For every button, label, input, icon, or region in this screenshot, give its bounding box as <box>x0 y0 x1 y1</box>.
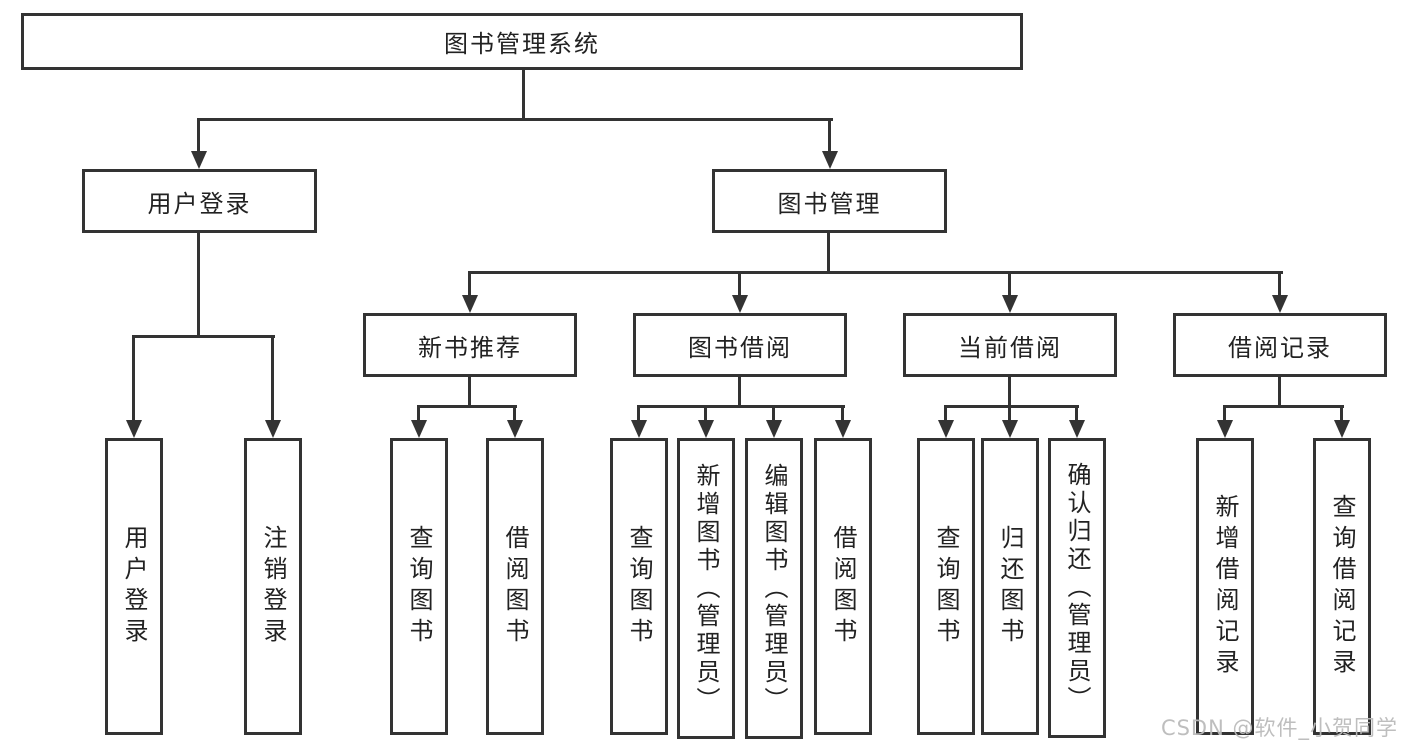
connector-drop-borrow-books-2 <box>841 405 844 422</box>
connector-new-books-stub <box>468 377 471 407</box>
arrowhead-user-login <box>191 151 207 169</box>
arrowhead-query-books-1 <box>411 420 427 438</box>
connector-drop-book-borrow <box>738 271 741 297</box>
arrowhead-borrow-books-1 <box>507 420 523 438</box>
node-borrow-records: 借阅记录 <box>1173 313 1387 377</box>
leaf-query-borrow-record: 查询借阅记录 <box>1313 438 1371 735</box>
arrowhead-return-book <box>1002 420 1018 438</box>
connector-drop-confirm-return <box>1075 405 1078 422</box>
arrowhead-leaf-user-login <box>126 420 142 438</box>
connector-user-login-stub <box>197 233 200 336</box>
arrowhead-borrow-records <box>1272 295 1288 313</box>
leaf-add-borrow-record: 新增借阅记录 <box>1196 438 1254 735</box>
arrowhead-borrow-books-2 <box>835 420 851 438</box>
connector-drop-return-book <box>1008 405 1011 422</box>
connector-drop-leaf-user-login <box>132 335 135 421</box>
node-new-book-recommend: 新书推荐 <box>363 313 577 377</box>
connector-current-stub <box>1008 377 1011 407</box>
connector-book-management-stub <box>827 233 830 273</box>
connector-drop-query-borrow-record <box>1340 405 1343 422</box>
arrowhead-query-books-2 <box>631 420 647 438</box>
connector-drop-book-management <box>828 118 831 153</box>
connector-drop-add-book <box>704 405 707 422</box>
connector-root-stub <box>522 70 525 119</box>
arrowhead-book-borrow <box>732 295 748 313</box>
leaf-user-login: 用户登录 <box>105 438 163 735</box>
arrowhead-add-book <box>698 420 714 438</box>
connector-drop-user-login <box>197 118 200 153</box>
leaf-query-books-1: 查询图书 <box>390 438 448 735</box>
node-current-borrow: 当前借阅 <box>903 313 1117 377</box>
connector-user-login-rail <box>132 335 275 338</box>
connector-borrow-rail <box>637 405 845 408</box>
connector-drop-query-books-2 <box>637 405 640 422</box>
connector-new-books-rail <box>417 405 517 408</box>
arrowhead-book-management <box>822 151 838 169</box>
leaf-query-books-2: 查询图书 <box>610 438 668 735</box>
node-book-borrow: 图书借阅 <box>633 313 847 377</box>
connector-records-stub <box>1278 377 1281 407</box>
node-user-login: 用户登录 <box>82 169 317 233</box>
node-book-management: 图书管理 <box>712 169 947 233</box>
leaf-logout: 注销登录 <box>244 438 302 735</box>
connector-drop-current-borrow <box>1008 271 1011 297</box>
connector-drop-new-book-recommend <box>468 271 471 297</box>
connector-drop-edit-book <box>772 405 775 422</box>
connector-level3-rail <box>468 271 1283 274</box>
arrowhead-edit-book <box>766 420 782 438</box>
arrowhead-confirm-return <box>1069 420 1085 438</box>
leaf-confirm-return-admin: 确认归还（管理员） <box>1048 438 1106 738</box>
connector-records-rail <box>1223 405 1344 408</box>
connector-current-rail <box>944 405 1079 408</box>
arrowhead-new-book-recommend <box>462 295 478 313</box>
leaf-query-books-3: 查询图书 <box>917 438 975 735</box>
arrowhead-query-borrow-record <box>1334 420 1350 438</box>
arrowhead-query-books-3 <box>938 420 954 438</box>
connector-drop-borrow-books-1 <box>513 405 516 422</box>
connector-drop-query-books-1 <box>417 405 420 422</box>
arrowhead-add-borrow-record <box>1217 420 1233 438</box>
arrowhead-leaf-logout <box>265 420 281 438</box>
connector-drop-add-borrow-record <box>1223 405 1226 422</box>
connector-drop-leaf-logout <box>271 335 274 421</box>
leaf-borrow-books-1: 借阅图书 <box>486 438 544 735</box>
connector-drop-borrow-records <box>1278 271 1281 297</box>
connector-borrow-stub <box>738 377 741 407</box>
leaf-edit-book-admin: 编辑图书（管理员） <box>745 438 803 739</box>
leaf-return-book: 归还图书 <box>981 438 1039 735</box>
connector-drop-query-books-3 <box>944 405 947 422</box>
node-root: 图书管理系统 <box>21 13 1023 70</box>
leaf-add-book-admin: 新增图书（管理员） <box>677 438 735 739</box>
arrowhead-current-borrow <box>1002 295 1018 313</box>
connector-level2-rail <box>197 118 833 121</box>
csdn-watermark: CSDN @软件_小贺同学 <box>1160 716 1398 740</box>
leaf-borrow-books-2: 借阅图书 <box>814 438 872 735</box>
